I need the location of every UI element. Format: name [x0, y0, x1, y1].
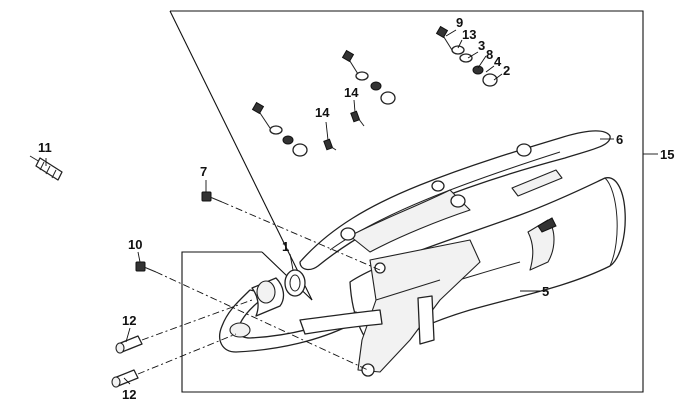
leader-3 — [467, 51, 479, 59]
leader-10 — [137, 251, 141, 263]
leader-13 — [457, 39, 463, 49]
callout-11: 11 — [38, 140, 52, 155]
alignment-line-12a — [141, 299, 253, 341]
leader-14b — [353, 99, 356, 113]
callout-12b: 12 — [122, 387, 136, 402]
leader-2 — [493, 73, 503, 81]
alignment-line-10 — [155, 271, 369, 371]
stud-12-lower — [111, 369, 139, 388]
callout-1: 1 — [282, 239, 289, 254]
callout-15: 15 — [660, 147, 674, 162]
callout-7: 7 — [200, 164, 207, 179]
callout-4: 4 — [494, 54, 502, 69]
leader-8 — [477, 55, 487, 69]
subassembly-frame — [181, 251, 373, 393]
callout-12a: 12 — [122, 313, 136, 328]
bolt-14-upper — [323, 138, 337, 151]
callout-8: 8 — [486, 47, 493, 62]
callout-13: 13 — [462, 27, 476, 42]
callout-10: 10 — [128, 237, 142, 252]
callout-9: 9 — [456, 15, 463, 30]
callout-6: 6 — [616, 132, 623, 147]
assembly-frame-15 — [170, 10, 644, 393]
callout-3: 3 — [478, 38, 485, 53]
bolt-group-center — [341, 49, 396, 105]
leader-12a — [125, 327, 131, 343]
callout-5: 5 — [542, 284, 549, 299]
assembly-frame-diagonal — [169, 10, 313, 301]
bolt-group-left — [251, 101, 308, 157]
sensor-11 — [29, 155, 63, 181]
leader-4 — [485, 65, 495, 73]
leader-1 — [289, 253, 294, 271]
bolt-group-right — [435, 25, 498, 87]
alignment-line-7 — [221, 201, 381, 271]
leader-12b — [123, 377, 131, 385]
bolt-14-lower — [350, 110, 365, 127]
stud-12-upper — [115, 335, 143, 354]
bolt-7 — [201, 191, 223, 203]
bolt-10 — [135, 261, 157, 273]
mounting-bracket — [357, 239, 481, 377]
leader-14a — [325, 121, 329, 141]
leader-9 — [445, 29, 457, 37]
callout-14a: 14 — [315, 105, 330, 120]
gasket-inner — [289, 274, 301, 292]
heat-shield — [299, 130, 611, 271]
gasket — [284, 269, 306, 297]
alignment-line-12b — [137, 333, 237, 375]
callout-14b: 14 — [344, 85, 359, 100]
callout-2: 2 — [503, 63, 510, 78]
exhaust-pipe — [219, 277, 383, 353]
